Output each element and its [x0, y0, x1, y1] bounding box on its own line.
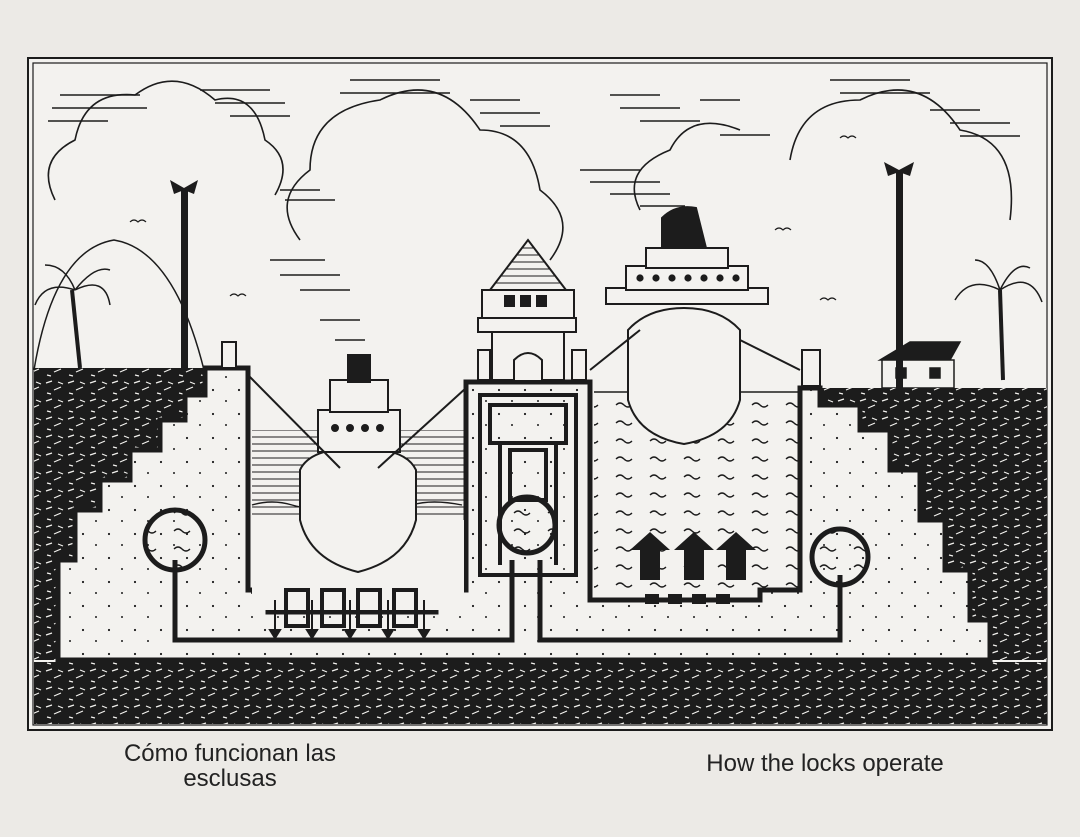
- floor-outlets-lower: [284, 588, 418, 628]
- lamp-posts: [170, 162, 914, 388]
- down-arrows: [268, 600, 431, 640]
- smoke-plumes: [270, 169, 685, 341]
- ship-lower-chamber: [247, 354, 467, 574]
- up-arrows: [630, 532, 756, 604]
- culvert-tunnels: [142, 494, 871, 643]
- birds: [129, 135, 857, 301]
- caption-english: How the locks operate: [706, 750, 944, 777]
- caption-spanish-line1: Cómo funcionan las: [123, 740, 337, 767]
- miter-gate-mechanism: [478, 393, 578, 577]
- ship-upper-chamber: [589, 206, 801, 446]
- caption-spanish: Cómo funcionan las esclusas: [60, 741, 400, 791]
- caption-spanish-line2: esclusas: [183, 765, 277, 792]
- ground-rock: [34, 368, 1047, 724]
- clouds: [47, 79, 1020, 261]
- bollards: [221, 341, 821, 387]
